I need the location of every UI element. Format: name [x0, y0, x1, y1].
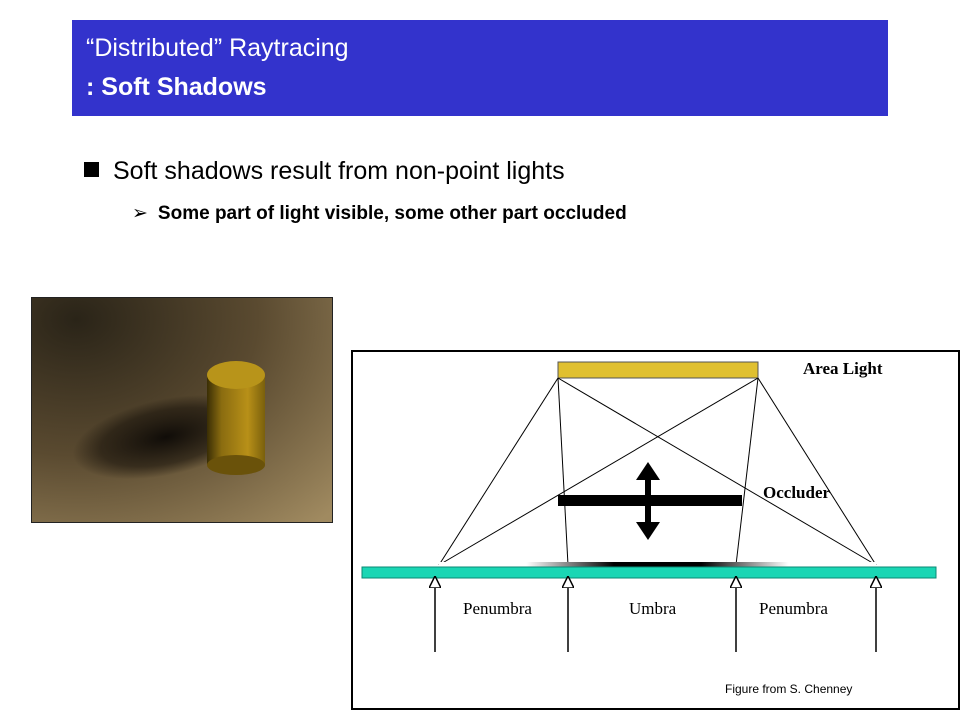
penumbra-right-label: Penumbra — [759, 599, 828, 618]
bullet-main: Soft shadows result from non-point light… — [84, 157, 565, 186]
area-light-bar — [557, 361, 759, 379]
soft-shadow-diagram: Area Light Occluder Penumbra Umbra Penum… — [351, 350, 960, 710]
arrow-bullet-icon: ➢ — [132, 203, 148, 224]
diagram-frame — [351, 350, 960, 710]
slide-subtitle: : Soft Shadows — [86, 73, 267, 101]
penumbra-left-label: Penumbra — [463, 599, 532, 618]
soft-shadow-render-image — [31, 297, 333, 523]
slide-title: “Distributed” Raytracing — [86, 34, 349, 62]
figure-credit: Figure from S. Chenney — [725, 682, 852, 696]
umbra-label: Umbra — [629, 599, 677, 618]
bullet-sub: ➢ Some part of light visible, some other … — [132, 202, 627, 225]
square-bullet-icon — [84, 162, 99, 177]
bullet-main-text: Soft shadows result from non-point light… — [113, 157, 565, 185]
occluder-label: Occluder — [763, 483, 830, 502]
light-rays — [438, 377, 877, 566]
double-arrow-icon — [636, 462, 660, 540]
bullet-sub-text: Some part of light visible, some other p… — [157, 203, 627, 224]
shadow-gradient-band — [439, 562, 876, 568]
area-light-label: Area Light — [803, 359, 883, 378]
slide-title-bar: “Distributed” Raytracing : Soft Shadows — [72, 20, 888, 116]
receiver-arrows — [435, 582, 876, 652]
floor-plane — [361, 566, 937, 579]
